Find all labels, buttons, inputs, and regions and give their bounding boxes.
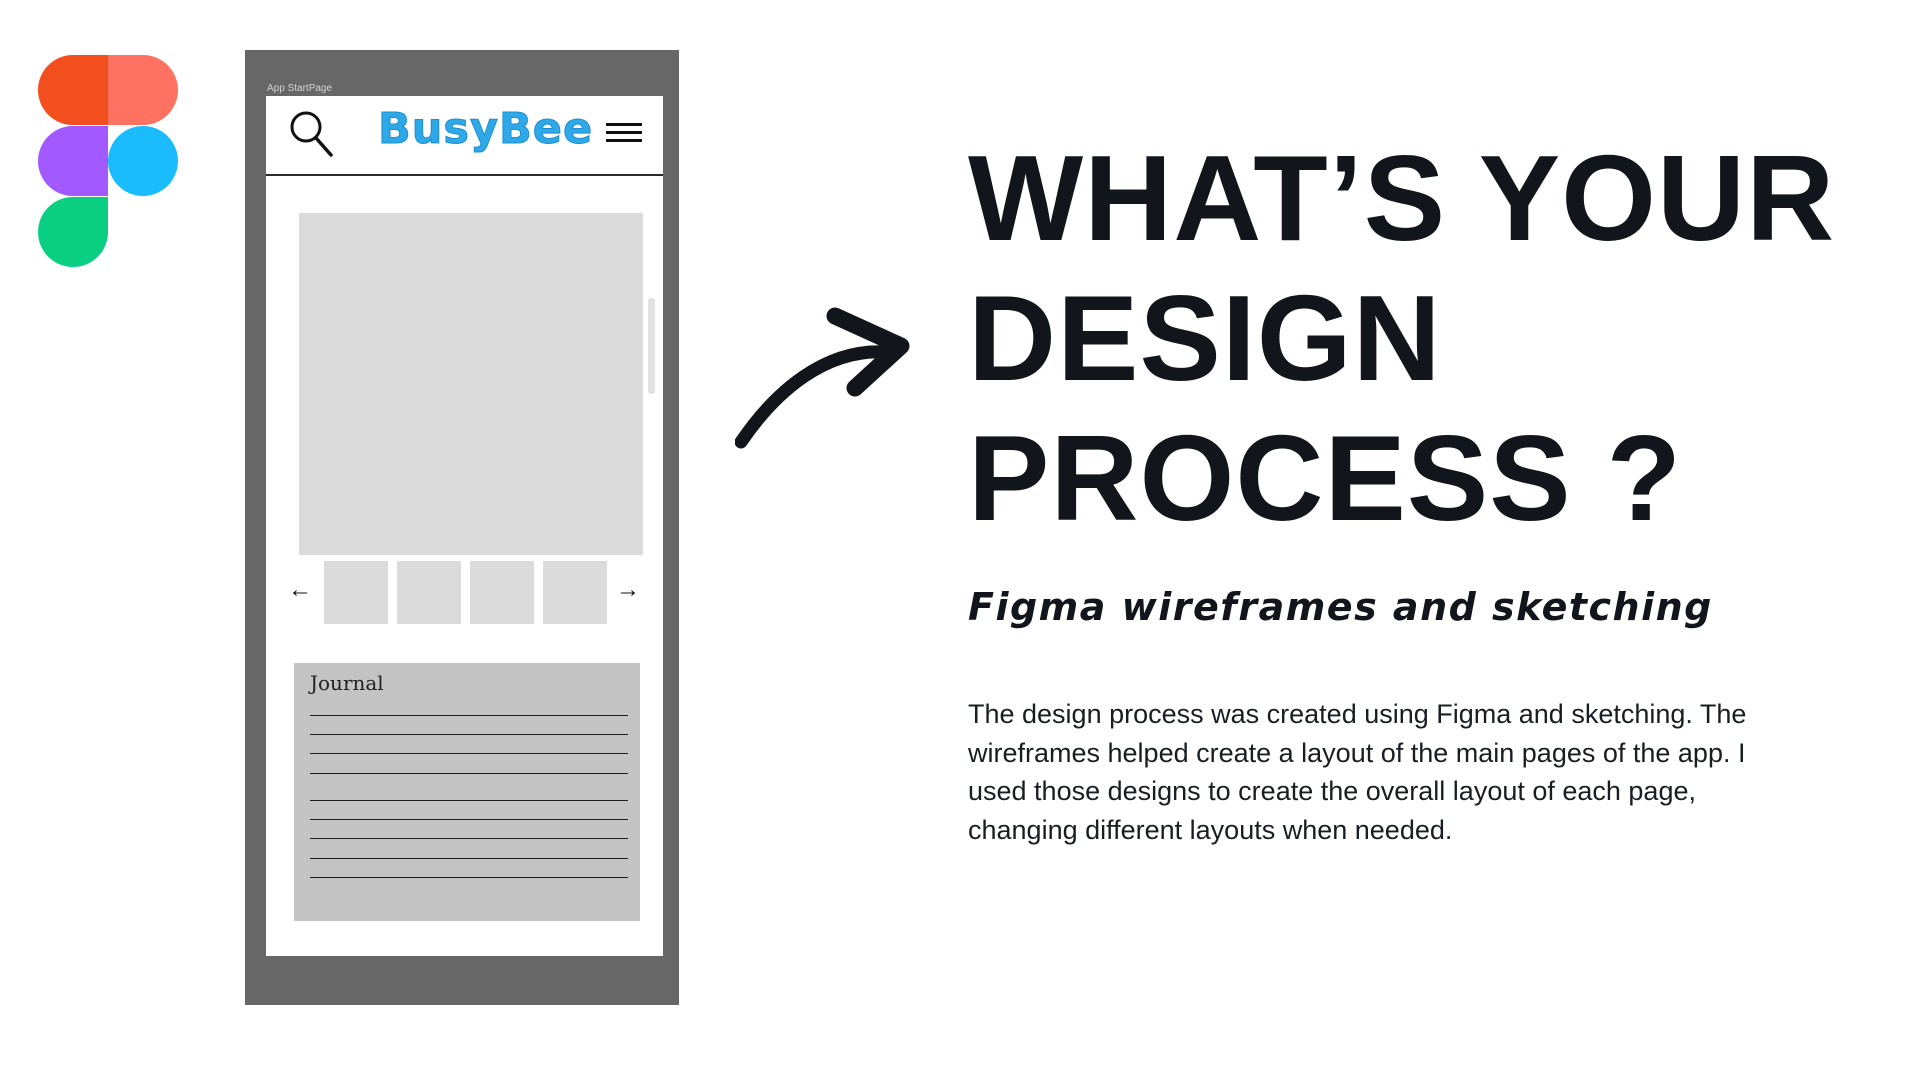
thumbnail-2[interactable] — [397, 561, 461, 624]
subtitle: Figma wireframes and sketching — [968, 585, 1713, 629]
figma-logo-icon — [38, 55, 180, 267]
thumbnail-3[interactable] — [470, 561, 534, 624]
figma-logo-green-shape — [38, 197, 108, 267]
app-header: BusyBee — [266, 96, 663, 176]
thumbnail-1[interactable] — [324, 561, 388, 624]
frame-label: App StartPage — [267, 83, 333, 94]
figma-logo-red-shape — [38, 55, 108, 125]
journal-line — [310, 877, 628, 878]
figma-logo-purple-shape — [38, 126, 108, 196]
journal-line — [310, 819, 628, 820]
wireframe-frame: App StartPage BusyBee ← → Journal — [245, 50, 679, 1005]
page-title-line-3: PROCESS ? — [968, 410, 1683, 546]
search-icon[interactable] — [288, 108, 334, 158]
menu-icon[interactable] — [606, 123, 642, 147]
body-paragraph: The design process was created using Fig… — [968, 699, 1747, 845]
phone-screen: BusyBee ← → Journal — [266, 96, 663, 956]
journal-line — [310, 715, 628, 716]
page-title-line-1: WHAT’S YOUR — [968, 130, 1836, 266]
journal-title: Journal — [310, 671, 384, 695]
figma-logo-coral-shape — [108, 55, 178, 125]
journal-card[interactable]: Journal — [294, 663, 640, 921]
page-title: WHAT’S YOUR DESIGN PROCESS ? — [968, 128, 1868, 548]
journal-line — [310, 773, 628, 774]
thumbnail-4[interactable] — [543, 561, 607, 624]
arrow-right-icon[interactable]: → — [616, 576, 640, 603]
arrow-left-icon[interactable]: ← — [288, 576, 312, 603]
curved-arrow-icon — [735, 307, 910, 449]
hero-image-placeholder — [299, 213, 643, 555]
page-title-line-2: DESIGN — [968, 270, 1442, 406]
brand-logo: BusyBee — [377, 104, 594, 155]
journal-line — [310, 734, 628, 735]
figma-logo-blue-shape — [108, 126, 178, 196]
journal-line — [310, 753, 628, 754]
scrollbar[interactable] — [648, 298, 655, 394]
journal-line — [310, 800, 628, 801]
journal-line — [310, 858, 628, 859]
journal-line — [310, 838, 628, 839]
